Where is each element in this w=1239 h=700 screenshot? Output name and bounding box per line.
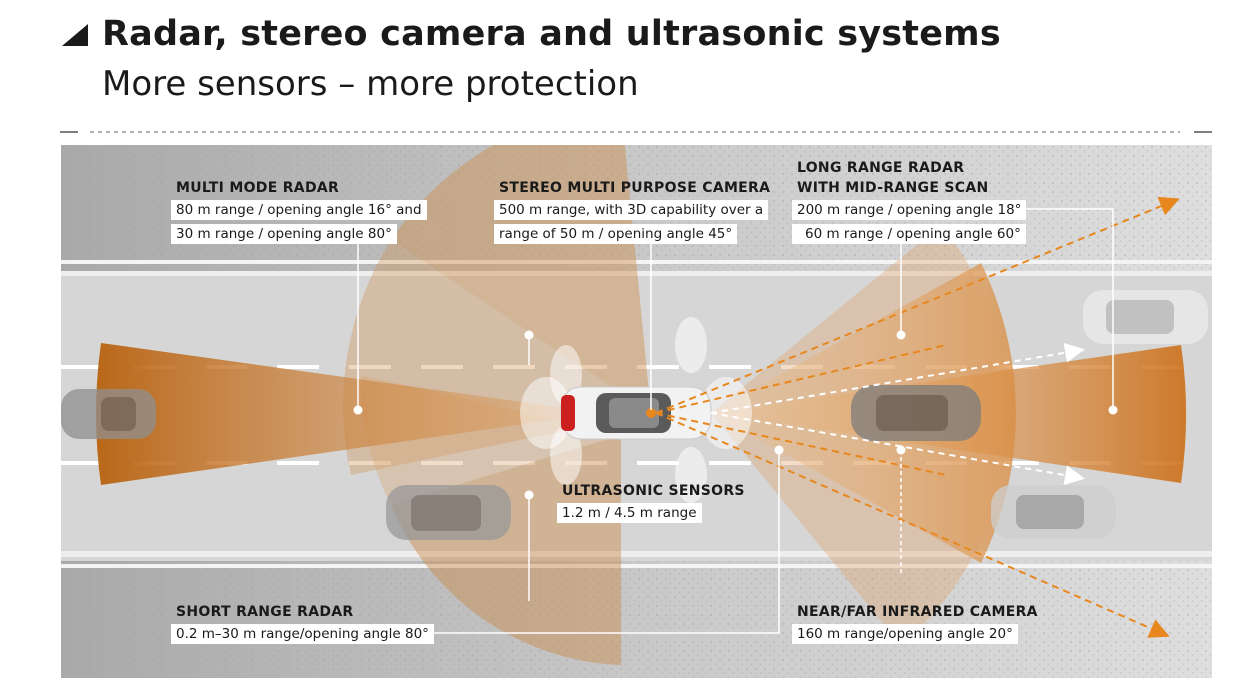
- long-range-radar-subheading: WITH MID-RANGE SCAN: [797, 180, 989, 196]
- page-subtitle: More sensors – more protection: [102, 64, 639, 104]
- stereo-camera-spec-2: range of 50 m / opening angle 45°: [494, 224, 738, 244]
- long-range-radar-heading: LONG RANGE RADAR: [797, 160, 965, 176]
- short-range-radar-heading: SHORT RANGE RADAR: [176, 604, 354, 620]
- short-range-radar-spec: 0.2 m–30 m range/opening angle 80°: [171, 624, 434, 644]
- page-title: Radar, stereo camera and ultrasonic syst…: [102, 14, 1001, 54]
- infrared-camera-heading: NEAR/FAR INFRARED CAMERA: [797, 604, 1038, 620]
- stereo-camera-spec-1: 500 m range, with 3D capability over a: [494, 200, 769, 220]
- multi-mode-radar-heading: MULTI MODE RADAR: [176, 180, 340, 196]
- ultrasonic-sensors-heading: ULTRASONIC SENSORS: [562, 483, 745, 499]
- separator-line: [60, 131, 1212, 133]
- long-range-radar-spec-1: 200 m range / opening angle 18°: [792, 200, 1027, 220]
- multi-mode-radar-spec-1: 80 m range / opening angle 16° and: [171, 200, 427, 220]
- stereo-camera-heading: STEREO MULTI PURPOSE CAMERA: [499, 180, 771, 196]
- ultrasonic-sensors-spec: 1.2 m / 4.5 m range: [557, 503, 702, 523]
- multi-mode-radar-spec-2: 30 m range / opening angle 80°: [171, 224, 397, 244]
- sensor-diagram: [61, 145, 1212, 678]
- long-range-radar-spec-2: 60 m range / opening angle 60°: [792, 224, 1026, 244]
- infrared-camera-spec: 160 m range/opening angle 20°: [792, 624, 1018, 644]
